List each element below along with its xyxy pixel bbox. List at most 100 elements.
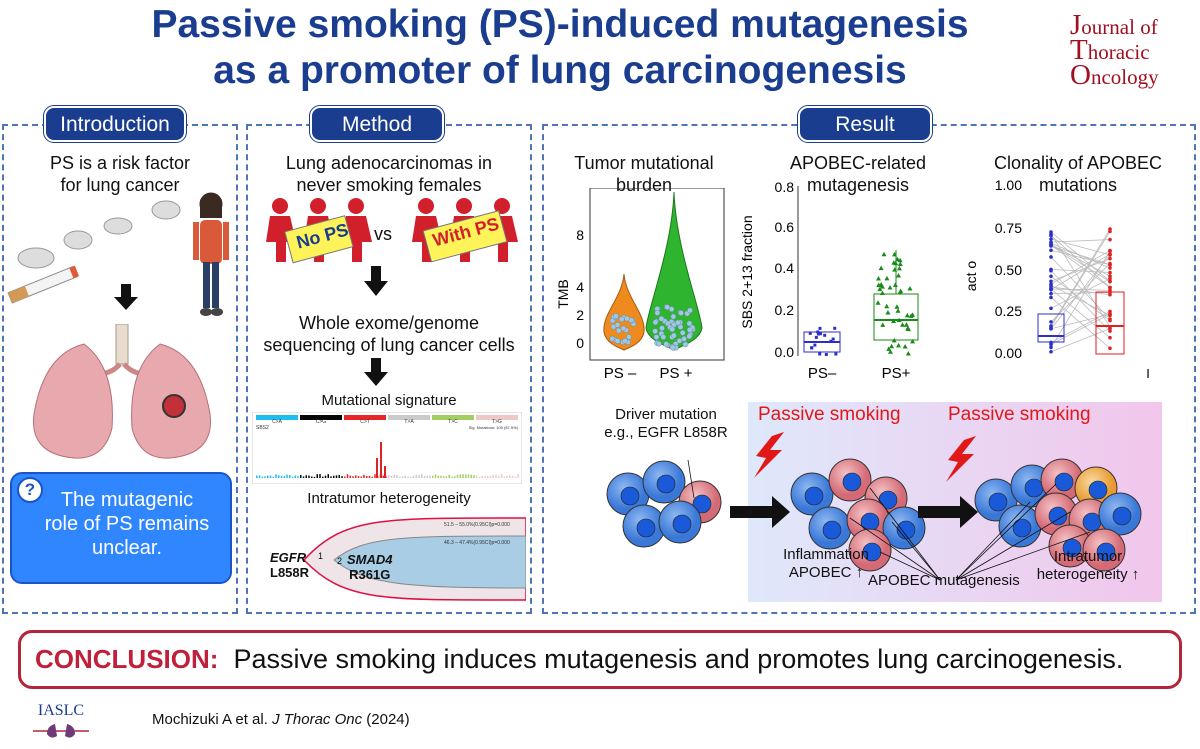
signature-bar <box>484 475 486 478</box>
apobec-point-ps-pos <box>878 265 884 271</box>
cell-nucleus <box>636 518 656 538</box>
clonality-pair-line <box>1050 235 1111 288</box>
apobec-point-ps-pos <box>879 284 885 289</box>
heterogeneity-title: Intratumor heterogeneity <box>307 490 471 507</box>
down-arrow-icon <box>364 358 388 386</box>
signature-bar <box>280 475 283 478</box>
apobec-point-ps-neg <box>818 332 822 336</box>
signature-bar <box>300 474 302 478</box>
tmb-point <box>669 326 676 333</box>
tmb-tick: 2 <box>576 307 584 323</box>
signature-bar <box>440 475 442 478</box>
signature-bar <box>473 475 475 478</box>
fish-branch-2: 46.3 – 47.4%(0.95CI)p=0.000 <box>444 540 510 546</box>
clonality-pair-line <box>1050 233 1111 328</box>
apobec-point-ps-neg <box>824 353 828 357</box>
signature-bar <box>503 476 505 478</box>
clonality-tick: 0.75 <box>995 220 1022 236</box>
apobec-point-ps-pos <box>896 265 902 271</box>
clonality-tick: 0.50 <box>995 262 1022 278</box>
signature-bar <box>297 476 299 478</box>
signature-bar <box>418 475 420 478</box>
tmb-point <box>613 313 619 319</box>
signature-bar <box>462 474 464 478</box>
apobec-x-label: PS+ <box>882 365 911 382</box>
cell-nucleus <box>620 486 640 506</box>
intro-question-box <box>10 472 232 584</box>
apobec-point-ps-neg <box>833 326 837 330</box>
signature-bar <box>335 475 338 478</box>
apobec-point-ps-pos <box>889 343 895 349</box>
clonality-point <box>1049 274 1053 279</box>
cell-nucleus <box>672 514 692 534</box>
clonality-tick: 0.25 <box>995 303 1022 319</box>
apobec-point-ps-pos <box>877 286 883 292</box>
signature-bar <box>421 474 423 478</box>
apobec-point-ps-neg <box>818 352 822 356</box>
clonality-pair-line <box>1050 244 1111 288</box>
clonality-point <box>1108 317 1112 321</box>
clonality-point <box>1108 285 1112 290</box>
apobec-point-ps-pos <box>880 322 886 327</box>
signature-bar <box>363 474 365 478</box>
signature-category-label: C>T <box>360 419 370 425</box>
signature-bar <box>410 476 412 478</box>
signature-bar <box>258 475 261 478</box>
clonality-point <box>1049 279 1053 284</box>
apobec-point-ps-neg <box>829 339 833 343</box>
clone-2-label: 2 <box>337 556 343 566</box>
clonality-pair-line <box>1050 253 1111 290</box>
signature-bar <box>338 474 340 478</box>
apobec-point-ps-neg <box>834 352 838 356</box>
apobec-point-ps-neg <box>808 331 812 335</box>
signature-bar <box>322 476 324 478</box>
signature-bar <box>371 476 373 478</box>
clonality-pair-line <box>1050 250 1111 285</box>
clonality-point <box>1108 274 1112 278</box>
clonality-point <box>1108 329 1112 333</box>
signature-category-label: T>G <box>492 419 502 425</box>
signature-bar <box>509 475 511 478</box>
tmb-point <box>609 335 616 342</box>
apobec-point-ps-pos <box>876 282 882 287</box>
signature-bar <box>344 476 346 478</box>
citation: Mochizuki A et al. J Thorac Onc (2024) <box>152 711 410 728</box>
apobec-point-ps-pos <box>879 290 885 296</box>
tmb-point <box>670 313 677 320</box>
apobec-point-ps-pos <box>895 273 901 278</box>
cell-nucleus <box>822 520 842 540</box>
apobec-point-ps-neg <box>813 343 817 347</box>
conclusion-label: CONCLUSION: <box>35 644 219 674</box>
tmb-tick: 4 <box>576 279 584 295</box>
apobec-point-ps-pos <box>875 276 881 281</box>
cell-nucleus <box>896 520 916 540</box>
clonality-pair-line <box>1050 239 1111 243</box>
signature-title: Mutational signature <box>321 392 457 409</box>
signature-bar <box>467 474 470 478</box>
cell-nucleus <box>1082 512 1102 532</box>
question-icon: ? <box>17 477 43 503</box>
apobec-point-ps-pos <box>884 303 890 309</box>
lungs-icon <box>33 324 211 459</box>
journal-logo: Journal of Thoracic Oncology <box>1070 9 1159 91</box>
apobec-point-ps-pos <box>875 300 881 305</box>
apobec-point-ps-pos <box>907 285 913 291</box>
apobec-point-ps-pos <box>891 337 897 343</box>
tmb-point <box>671 332 677 339</box>
tmb-point <box>687 307 693 314</box>
tmb-tick: 8 <box>576 227 584 243</box>
tmb-point <box>652 319 659 326</box>
apobec-point-ps-pos <box>881 251 887 257</box>
poster-title: Passive smoking (PS)-induced mutagenesis… <box>60 2 1060 94</box>
signature-bar <box>404 475 406 478</box>
down-arrow-icon <box>114 284 138 310</box>
signature-bar <box>374 474 376 478</box>
tmb-point <box>618 316 625 323</box>
signature-bar <box>456 474 459 478</box>
clonality-point <box>1108 288 1112 293</box>
